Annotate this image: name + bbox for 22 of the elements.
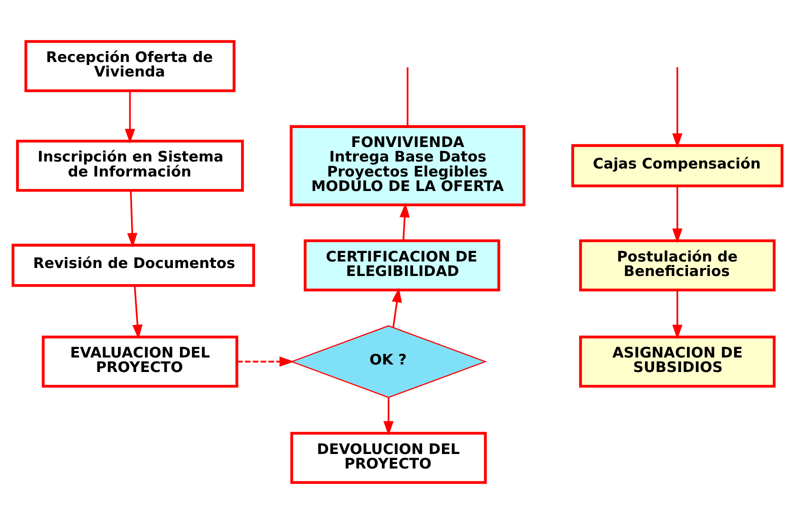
arrow [383, 397, 394, 436]
connector [406, 66, 408, 126]
arrow [672, 186, 682, 243]
node-box: Postulación de Beneficiarios [579, 238, 776, 291]
node-box: FONVIVIENDA Intrega Base Datos Proyectos Elegibles MODULO DE LA OFERTA [290, 124, 526, 206]
arrow [132, 285, 143, 339]
arrow [400, 202, 410, 240]
arrow [672, 290, 682, 339]
node-box: Inscripción en Sistema de Información [16, 139, 244, 192]
node-box: Recepción Oferta de Vivienda [24, 40, 236, 92]
node-box: DEVOLUCION DEL PROYECTO [290, 431, 487, 484]
node-box: ASIGNACION DE SUBSIDIOS [579, 335, 776, 388]
arrow [672, 66, 682, 148]
node-diamond: OK ? [290, 324, 487, 398]
node-box: Revisión de Documentos [12, 243, 256, 286]
node-box: Cajas Compensación [571, 144, 784, 187]
node-box: EVALUACION DEL PROYECTO [42, 335, 238, 388]
arrow [237, 356, 294, 366]
arrow [124, 90, 136, 143]
arrow [127, 190, 138, 248]
arrow [392, 287, 402, 327]
node-box: CERTIFICACION DE ELEGIBILIDAD [304, 238, 500, 291]
